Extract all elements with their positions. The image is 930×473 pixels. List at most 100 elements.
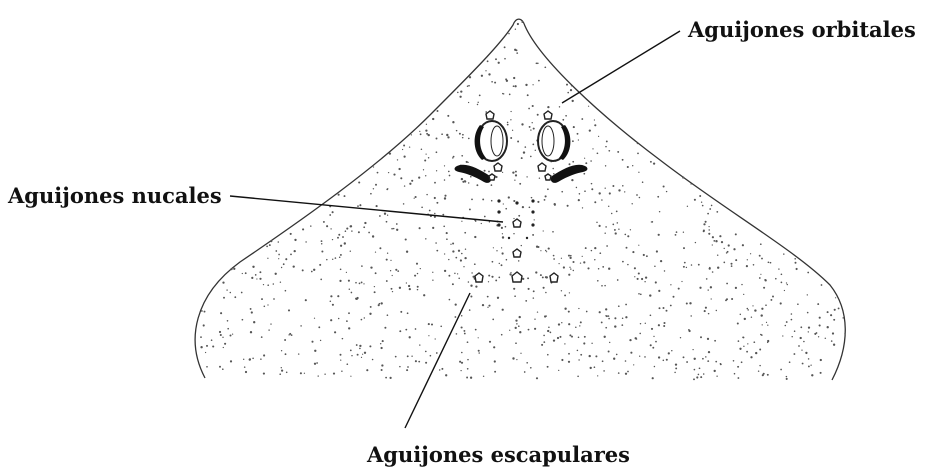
denticle-dot — [564, 294, 567, 297]
denticle-dot — [274, 272, 277, 275]
denticle-dot — [498, 262, 501, 265]
denticle-dot — [301, 269, 304, 272]
denticle-dot — [403, 144, 406, 147]
denticle-dot — [525, 300, 528, 302]
denticle-dot — [572, 126, 575, 129]
denticle-dot — [759, 243, 762, 246]
denticle-dot — [452, 121, 455, 124]
denticle-dot — [407, 284, 411, 288]
denticle-dot — [419, 133, 422, 136]
denticle-dot — [477, 349, 480, 352]
denticle-dot — [685, 302, 688, 305]
denticle-dot — [414, 195, 417, 199]
denticle-dot — [731, 297, 734, 301]
denticle-dot — [424, 159, 427, 162]
denticle-dot — [448, 174, 451, 177]
denticle-dot — [506, 123, 509, 126]
denticle-dot — [730, 265, 733, 267]
denticle-dot — [717, 266, 720, 269]
denticle-dot — [368, 231, 370, 234]
denticle-dot — [831, 332, 835, 335]
denticle-dot — [608, 267, 611, 270]
denticle-dot — [683, 247, 685, 250]
denticle-dot — [510, 110, 512, 113]
denticle-dot — [639, 332, 641, 335]
denticle-dot — [688, 329, 691, 333]
denticle-dot — [790, 313, 793, 315]
leader-line-orbitales — [561, 30, 681, 104]
denticle-dot — [488, 221, 491, 223]
denticle-dot — [398, 167, 401, 171]
denticle-dot — [510, 137, 513, 139]
denticle-dot — [733, 248, 736, 251]
denticle-dot — [578, 307, 580, 310]
denticle-dot — [262, 283, 265, 286]
denticle-dot — [469, 376, 473, 379]
denticle-dot — [435, 151, 438, 154]
denticle-dot — [739, 313, 742, 316]
denticle-dot — [610, 212, 613, 215]
denticle-dot — [287, 309, 291, 312]
denticle-dot — [491, 275, 494, 278]
leader-line-escapulares — [404, 292, 471, 429]
denticle-dot — [359, 347, 361, 350]
denticle-dot — [240, 291, 243, 294]
label-aguijones-nucales: Aguijones nucales — [8, 183, 222, 208]
denticle-dot — [278, 253, 280, 256]
denticle-dot — [662, 307, 665, 309]
denticle-dot — [462, 133, 464, 136]
denticle-dot — [369, 305, 372, 308]
denticle-dot — [460, 90, 463, 93]
denticle-dot — [543, 341, 546, 343]
denticle-dot — [655, 340, 657, 343]
denticle-dot — [471, 272, 473, 274]
denticle-dot — [780, 281, 783, 284]
denticle-dot — [267, 257, 269, 259]
denticle-dot — [760, 334, 763, 336]
denticle-dot — [372, 188, 375, 190]
denticle-dot — [644, 276, 648, 279]
denticle-dot — [686, 205, 689, 207]
denticle-dot — [558, 369, 560, 372]
denticle-dot — [522, 277, 525, 281]
denticle-dot — [732, 360, 735, 362]
denticle-dot — [395, 223, 398, 225]
denticle-dot — [447, 170, 450, 173]
denticle-dot — [252, 357, 254, 360]
denticle-dot — [219, 333, 222, 337]
denticle-dot — [458, 132, 461, 135]
denticle-dot — [501, 252, 504, 255]
denticle-dot — [230, 267, 233, 271]
denticle-dot — [559, 335, 562, 338]
denticle-dot — [252, 265, 255, 268]
denticle-dot — [290, 334, 293, 336]
denticle-dot — [694, 241, 697, 244]
denticle-dot — [407, 366, 409, 368]
denticle-dot — [268, 244, 271, 247]
denticle-dot — [571, 140, 574, 143]
denticle-dot — [519, 331, 522, 334]
denticle-dot — [496, 250, 498, 252]
denticle-dot — [682, 265, 685, 268]
denticle-dot — [521, 20, 524, 24]
denticle-dot — [794, 257, 797, 260]
denticle-dot — [398, 286, 402, 289]
denticle-dot — [514, 85, 517, 88]
denticle-dot — [470, 295, 473, 298]
denticle-dot — [723, 247, 725, 250]
denticle-dot — [474, 328, 477, 331]
denticle-dot — [547, 247, 550, 250]
denticle-dot — [711, 244, 713, 246]
denticle-dot — [272, 283, 275, 285]
denticle-dot — [532, 84, 534, 86]
denticle-dot — [251, 276, 254, 280]
denticle-dot — [513, 217, 515, 220]
denticle-dot — [429, 354, 432, 357]
denticle-dot — [445, 374, 448, 377]
denticle-dot — [460, 177, 464, 181]
denticle-dot — [594, 258, 596, 261]
denticle-dot — [598, 192, 601, 195]
denticle-dot — [541, 276, 544, 279]
denticle-dot — [697, 263, 700, 266]
denticle-dot — [600, 321, 603, 324]
